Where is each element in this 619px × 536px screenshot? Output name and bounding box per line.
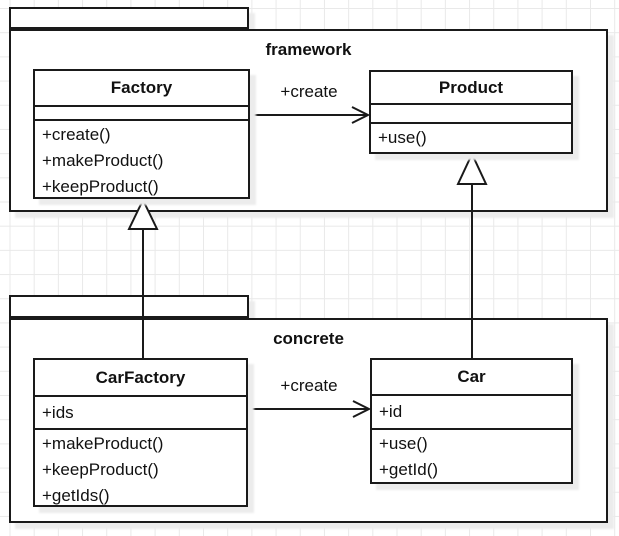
class-car[interactable]: Car +id +use() +getId() [370, 358, 573, 484]
method-item: +getId() [379, 460, 439, 479]
method-item: +create() [42, 125, 111, 144]
method-item: +getIds() [42, 486, 110, 505]
attribute-item: +id [379, 402, 403, 421]
class-car-name: Car [372, 360, 571, 396]
class-factory-methods: +create() +makeProduct() +keepProduct() [35, 121, 248, 200]
package-concrete-tab[interactable] [9, 295, 249, 318]
class-carfactory[interactable]: CarFactory +ids +makeProduct() +keepProd… [33, 358, 248, 507]
class-carfactory-name: CarFactory [35, 360, 246, 397]
association-label-create[interactable]: +create [280, 82, 338, 101]
class-carfactory-attributes: +ids [35, 397, 246, 430]
class-carfactory-methods: +makeProduct() +keepProduct() +getIds() [35, 430, 246, 509]
method-item: +keepProduct() [42, 460, 159, 479]
class-car-methods: +use() +getId() [372, 430, 571, 483]
association-label-create[interactable]: +create [280, 376, 338, 395]
package-framework-label: framework [265, 40, 352, 59]
method-item: +makeProduct() [42, 434, 164, 453]
package-concrete-label: concrete [273, 329, 344, 348]
method-item: +use() [378, 128, 427, 147]
class-car-attributes: +id [372, 396, 571, 430]
package-framework-tab[interactable] [9, 7, 249, 29]
class-product-name: Product [371, 72, 571, 105]
class-factory-name: Factory [35, 71, 248, 107]
class-product[interactable]: Product +use() [369, 70, 573, 154]
class-product-methods: +use() [371, 124, 571, 152]
class-factory[interactable]: Factory +create() +makeProduct() +keepPr… [33, 69, 250, 199]
method-item: +makeProduct() [42, 151, 164, 170]
class-product-attributes [371, 105, 571, 124]
method-item: +keepProduct() [42, 177, 159, 196]
attribute-item: +ids [42, 402, 74, 422]
method-item: +use() [379, 434, 428, 453]
class-factory-attributes [35, 107, 248, 121]
